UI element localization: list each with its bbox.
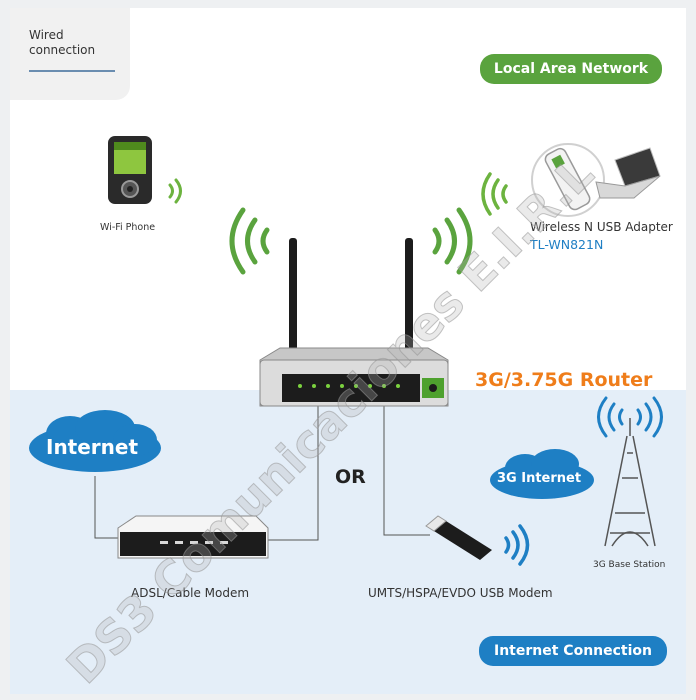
- diagram-canvas: Wired connection: [10, 8, 686, 694]
- or-label: OR: [335, 466, 366, 488]
- wired-connection-label: Wired connection: [29, 28, 96, 57]
- router-to-usb-modem-line: [383, 403, 430, 536]
- internet-to-modem-line: [94, 476, 118, 539]
- connection-lines: [94, 403, 430, 541]
- 3g-internet-cloud-icon: [490, 449, 594, 499]
- adapter-signal-icon: [481, 172, 508, 216]
- usb-modem-label: UMTS/HSPA/EVDO USB Modem: [368, 586, 553, 600]
- base-station-signal-icon: [597, 396, 663, 438]
- 3g-internet-label: 3G Internet: [497, 471, 582, 486]
- modem-to-router-line: [266, 403, 319, 541]
- wifi-phone-icon: [108, 136, 152, 204]
- internet-cloud-icon: [29, 410, 161, 472]
- wireless-adapter-label: Wireless N USB Adapter: [530, 220, 673, 234]
- laptop-icon: [595, 147, 661, 199]
- usb-modem-icon: [425, 515, 492, 560]
- local-area-network-badge: Local Area Network: [480, 54, 662, 84]
- router-title: 3G/3.75G Router: [475, 369, 653, 391]
- usb-modem-signal-icon: [504, 524, 530, 566]
- wired-connection-tab: Wired connection: [10, 8, 130, 100]
- adapter-model-label: TL-WN821N: [530, 237, 604, 252]
- phone-signal-icon: [168, 178, 182, 204]
- base-station-tower-icon: [604, 418, 656, 547]
- adsl-modem-label: ADSL/Cable Modem: [131, 586, 250, 600]
- base-station-label: 3G Base Station: [593, 560, 666, 570]
- internet-connection-badge: Internet Connection: [479, 636, 667, 666]
- wired-connection-underline: [29, 70, 115, 72]
- adsl-modem-icon: [117, 515, 269, 559]
- wifi-phone-label: Wi-Fi Phone: [100, 222, 156, 233]
- usb-adapter-icon: [531, 143, 605, 217]
- router-signal-right-icon: [432, 207, 473, 275]
- network-illustration: [29, 136, 663, 566]
- internet-label: Internet: [46, 435, 139, 459]
- router-signal-left-icon: [229, 207, 270, 275]
- router-icon: [259, 238, 449, 407]
